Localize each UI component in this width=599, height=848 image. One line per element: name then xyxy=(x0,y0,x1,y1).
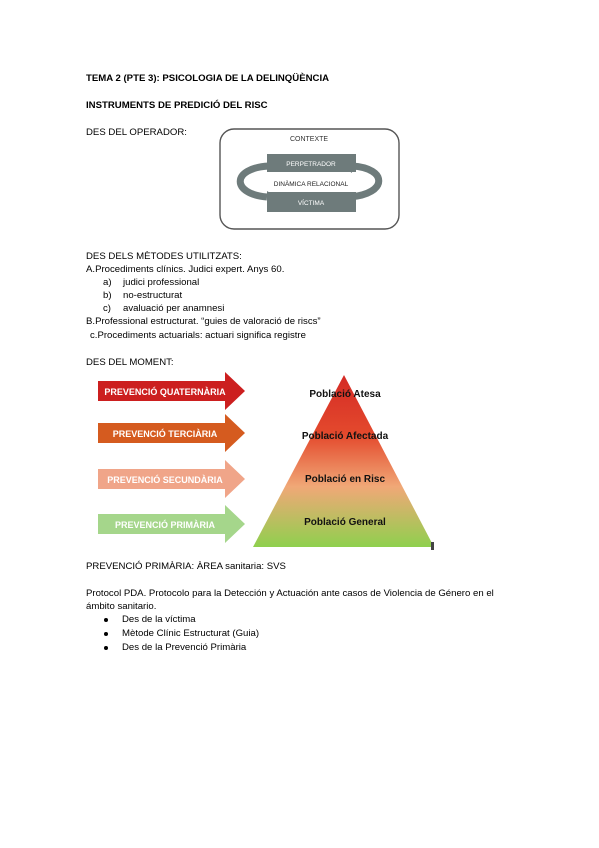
right-cycle-arrow xyxy=(349,162,383,201)
sub-marker-a: a) xyxy=(103,277,112,288)
protocol-line-1: Protocol PDA. Protocolo para la Detecció… xyxy=(86,588,494,599)
context-label: CONTEXTE xyxy=(290,136,328,143)
sub-item-b: no-estructurat xyxy=(123,290,183,301)
pyramid-level-4: Població General xyxy=(304,517,386,528)
context-frame xyxy=(219,128,400,230)
bullet-dot xyxy=(104,632,108,636)
sub-item-a: judici professional xyxy=(123,277,200,288)
pyramid-level-1: Població Atesa xyxy=(309,389,381,400)
pyramid-shadow xyxy=(431,542,434,550)
population-pyramid xyxy=(253,375,434,547)
bullet-item-1: Des de la víctima xyxy=(122,614,196,625)
perpetrator-box xyxy=(267,154,356,172)
arrow-secondary xyxy=(98,460,245,498)
topic-title: TEMA 2 (PTE 3): PSICOLOGIA DE LA DELINQÜ… xyxy=(86,73,330,84)
moment-heading: DES DEL MOMENT: xyxy=(86,357,174,368)
left-cycle-arrow xyxy=(236,162,270,201)
prevention-diagram: PREVENCIÓ QUATERNÀRIA PREVENCIÓ TERCIÀRI… xyxy=(98,372,434,550)
methods-heading: DES DELS MÈTODES UTILITZATS: xyxy=(86,251,242,262)
arrow-secondary-label: PREVENCIÓ SECUNDÀRIA xyxy=(107,474,223,485)
sub-marker-b: b) xyxy=(103,290,112,301)
victim-box xyxy=(267,192,356,212)
bullet-item-2: Mètode Clínic Estructurat (Guia) xyxy=(122,628,260,639)
perpetrator-label: PERPETRADOR xyxy=(286,161,336,168)
operator-diagram: CONTEXTE PERPETRADOR DINÀMICA RELACIONAL… xyxy=(219,128,400,230)
protocol-line-2: ámbito sanitario. xyxy=(86,601,157,612)
section-title: INSTRUMENTS DE PREDICIÓ DEL RISC xyxy=(86,100,268,111)
method-b: B.Professional estructurat. “guies de va… xyxy=(86,316,321,327)
method-c: c.Procediments actuarials: actuari signi… xyxy=(90,330,306,341)
arrow-quaternary-label: PREVENCIÓ QUATERNÀRIA xyxy=(104,386,226,397)
bullet-item-3: Des de la Prevenció Primària xyxy=(122,642,247,653)
sub-item-c: avaluació per anamnesi xyxy=(123,303,225,314)
arrow-primary-label: PREVENCIÓ PRIMÀRIA xyxy=(115,519,216,530)
primary-title: PREVENCIÓ PRIMÀRIA: ÀREA sanitaria: SVS xyxy=(86,561,286,572)
bullet-dot xyxy=(104,646,108,650)
method-a: A.Procediments clínics. Judici expert. A… xyxy=(86,264,285,275)
sub-marker-c: c) xyxy=(103,303,111,314)
dynamic-label: DINÀMICA RELACIONAL xyxy=(274,179,349,188)
pyramid-level-2: Població Afectada xyxy=(302,431,389,442)
arrow-primary xyxy=(98,505,245,543)
arrow-quaternary xyxy=(98,372,245,410)
arrow-tertiary xyxy=(98,414,245,452)
operator-heading: DES DEL OPERADOR: xyxy=(86,127,187,138)
victim-label: VÍCTIMA xyxy=(298,198,325,207)
arrow-tertiary-label: PREVENCIÓ TERCIÀRIA xyxy=(113,428,218,439)
pyramid-level-3: Població en Risc xyxy=(305,474,385,485)
bullet-dot xyxy=(104,618,108,622)
